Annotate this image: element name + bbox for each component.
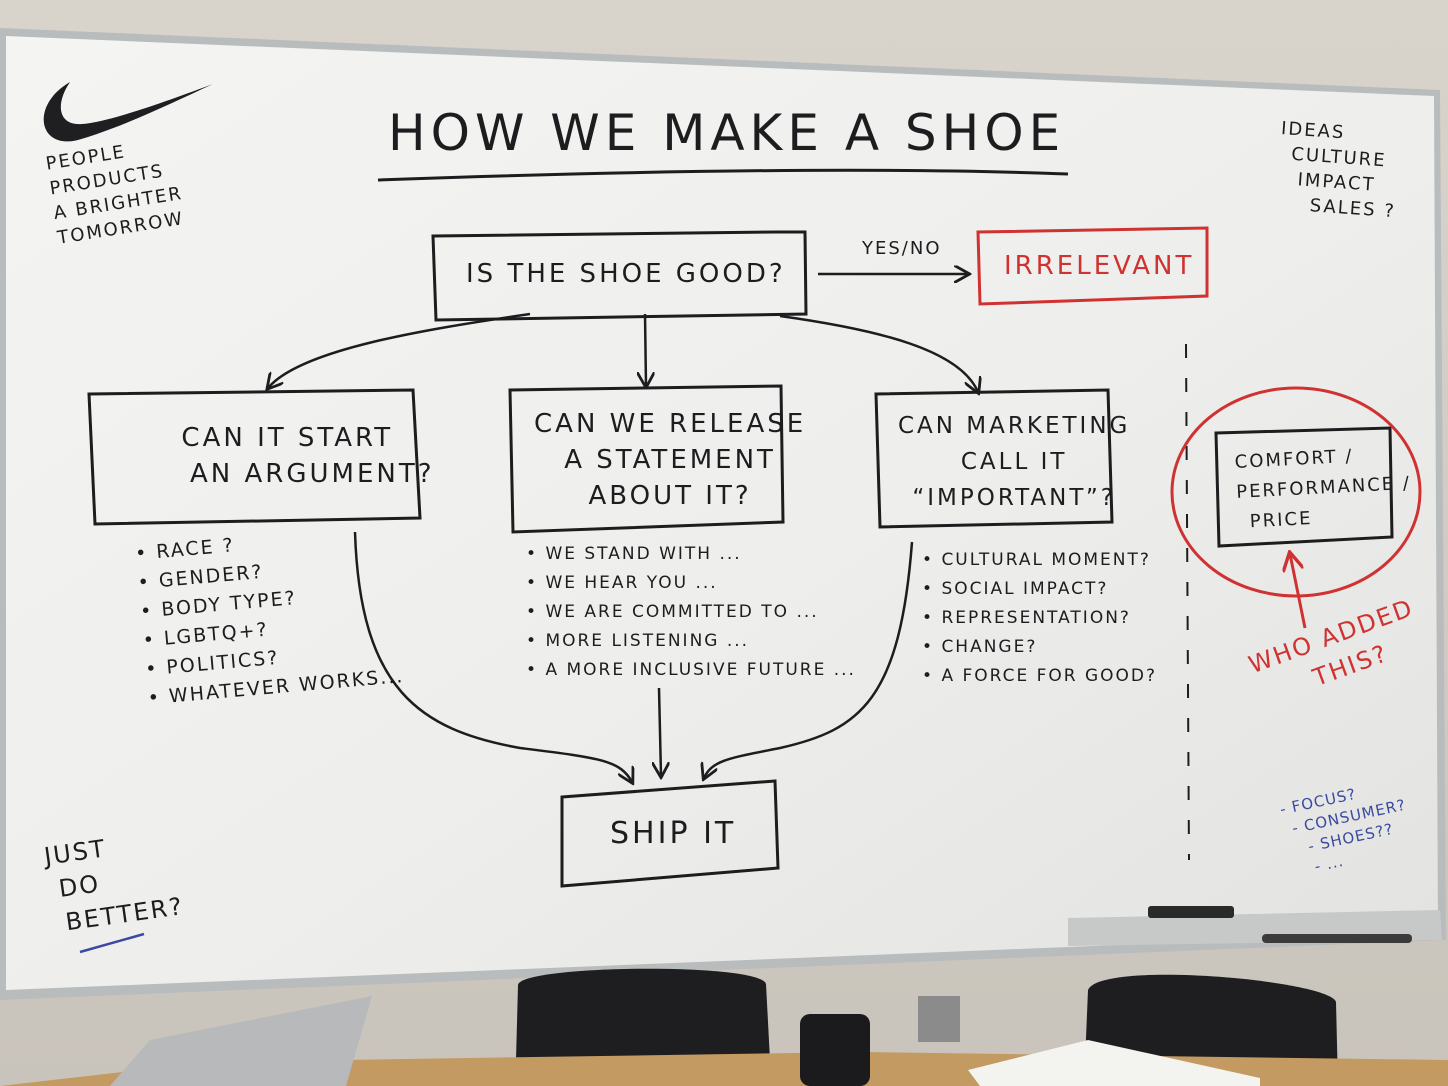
arrow-to-box2 — [645, 313, 646, 386]
list-item: WE STAND WITH ... — [526, 540, 856, 569]
side-box-text: COMFORT / PERFORMANCE / PRICE — [1234, 439, 1413, 538]
list-argument: RACE ? GENDER? BODY TYPE? LGBTQ+? POLITI… — [134, 518, 405, 714]
just-do-better: JUST DO BETTER? — [42, 822, 186, 941]
eraser — [1148, 906, 1234, 918]
list-item: WE HEAR YOU ... — [526, 569, 856, 598]
box-statement-line: A STATEMENT — [564, 445, 776, 475]
list-item: SOCIAL IMPACT? — [922, 575, 1157, 604]
nike-swoosh-icon — [43, 82, 214, 142]
marker — [1262, 934, 1412, 943]
arrow-to-box3 — [779, 314, 978, 392]
list-marketing: CULTURAL MOMENT? SOCIAL IMPACT? REPRESEN… — [922, 546, 1157, 691]
water-bottle — [800, 1014, 870, 1086]
red-circle — [1170, 386, 1422, 598]
wall-outlet — [918, 996, 960, 1042]
ship-it-label: SHIP IT — [610, 816, 737, 851]
arrow-box3-to-ship — [704, 541, 914, 778]
list-item: A MORE INCLUSIVE FUTURE ... — [526, 656, 856, 685]
arrow-box2-to-ship — [659, 687, 661, 776]
yes-no-label: YES/NO — [862, 238, 942, 259]
red-arrow — [1290, 554, 1307, 629]
better-underline — [79, 932, 145, 954]
box-irrelevant-outline — [976, 226, 1209, 306]
box-marketing-line: CALL IT — [960, 449, 1068, 475]
notepad — [968, 1040, 1260, 1086]
list-item: CHANGE? — [922, 633, 1157, 662]
whiteboard-surface — [6, 36, 1438, 990]
page-title: HOW WE MAKE A SHOE — [388, 104, 1066, 162]
list-item: MORE LISTENING ... — [526, 627, 856, 656]
box-argument-line: CAN IT START — [181, 423, 394, 453]
box-statement-outline — [508, 384, 785, 534]
box-statement: CAN WE RELEASE A STATEMENT ABOUT IT? — [534, 406, 806, 514]
list-item: CULTURAL MOMENT? — [922, 546, 1157, 575]
list-statement: WE STAND WITH ... WE HEAR YOU ... WE ARE… — [526, 540, 856, 685]
irrelevant-label: IRRELEVANT — [1004, 251, 1195, 281]
laptop — [110, 996, 372, 1086]
arrow-to-box1 — [268, 312, 531, 388]
box-ship-outline — [560, 779, 780, 888]
box-marketing-line: “IMPORTANT”? — [912, 485, 1117, 511]
tagline: PEOPLE PRODUCTS A BRIGHTER TOMORROW — [44, 132, 189, 251]
box-marketing-outline — [874, 388, 1114, 529]
top-right-list: IDEAS CULTURE IMPACT SALES ? — [1275, 116, 1402, 224]
box-statement-line: ABOUT IT? — [588, 481, 752, 511]
box-statement-line: CAN WE RELEASE — [534, 409, 807, 439]
side-box-outline — [1214, 426, 1394, 548]
box-marketing-line: CAN MARKETING — [898, 413, 1131, 439]
box-argument: CAN IT START AN ARGUMENT? — [140, 420, 435, 492]
title-underline — [377, 168, 1069, 182]
box-argument-outline — [87, 388, 422, 526]
chair-left — [516, 968, 770, 1060]
box-argument-line: AN ARGUMENT? — [190, 459, 435, 489]
box-start-outline — [431, 230, 808, 322]
box-marketing: CAN MARKETING CALL IT “IMPORTANT”? — [898, 408, 1130, 516]
list-item: WE ARE COMMITTED TO ... — [526, 598, 856, 627]
list-item: A FORCE FOR GOOD? — [922, 662, 1157, 691]
list-item: REPRESENTATION? — [922, 604, 1157, 633]
start-question: IS THE SHOE GOOD? — [466, 259, 786, 289]
